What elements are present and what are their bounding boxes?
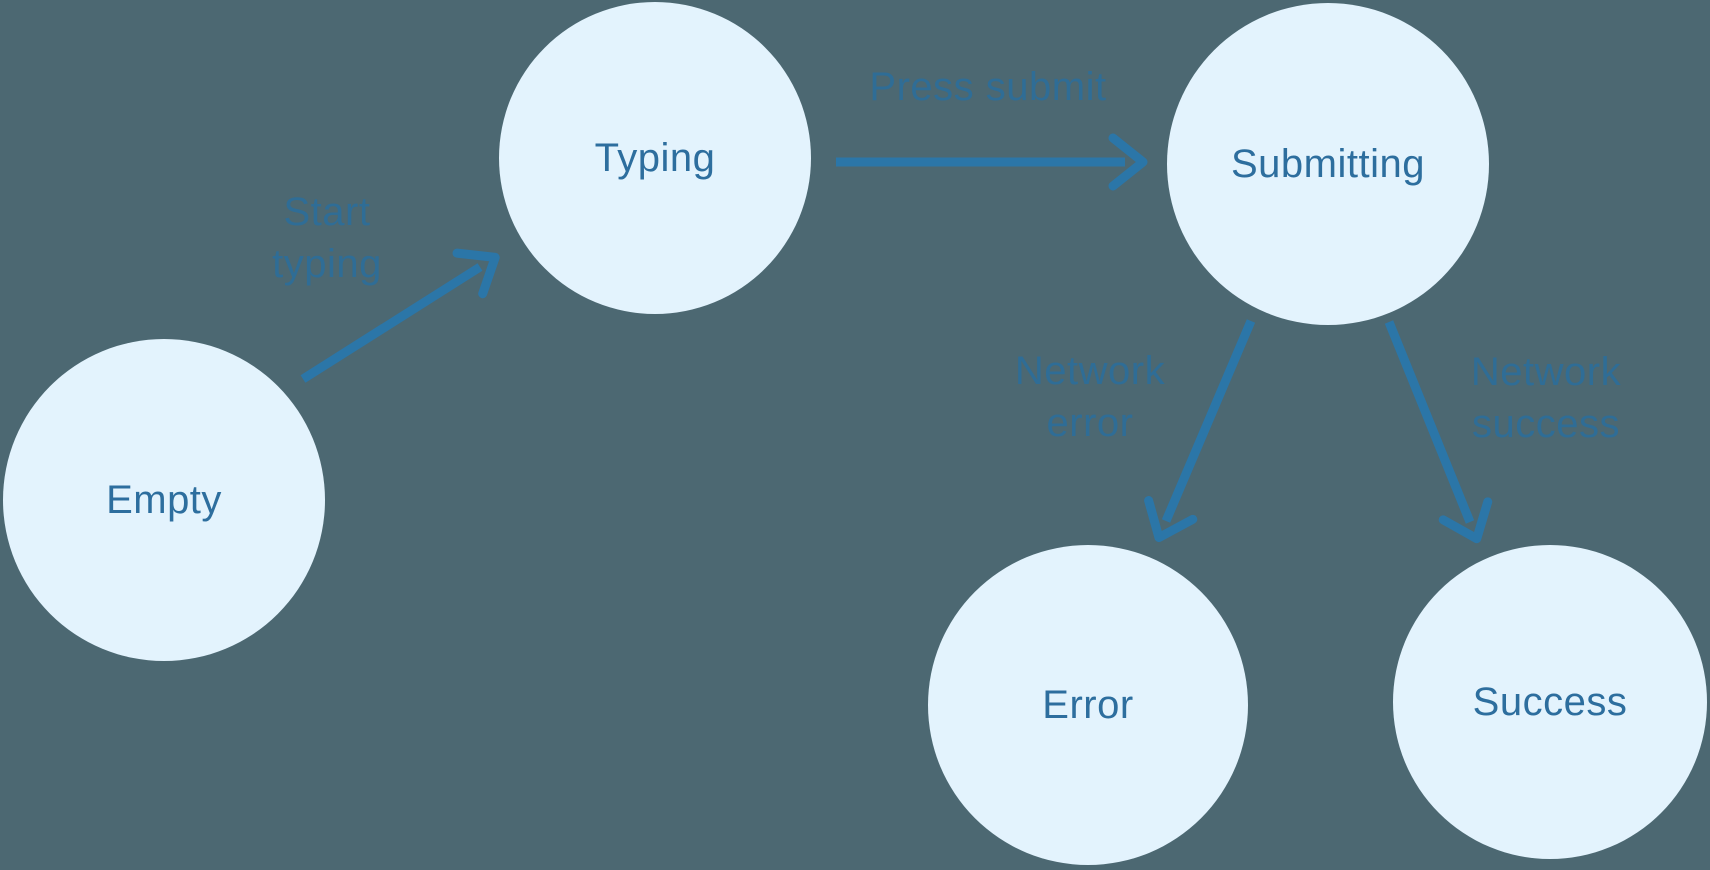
transition-label-start-typing: Start typing <box>272 190 382 286</box>
state-node-typing: Typing <box>499 2 811 314</box>
state-label-empty: Empty <box>106 477 222 522</box>
state-node-success: Success <box>1393 545 1707 859</box>
state-node-error: Error <box>928 545 1248 865</box>
state-label-error: Error <box>1042 682 1134 727</box>
state-label-submitting: Submitting <box>1231 141 1425 186</box>
transition-label-network-success: Network success <box>1470 350 1622 446</box>
state-node-empty: Empty <box>3 339 325 661</box>
state-label-typing: Typing <box>594 135 716 180</box>
state-node-submitting: Submitting <box>1167 3 1489 325</box>
state-label-success: Success <box>1472 679 1628 724</box>
transition-label-press-submit: Press submit <box>869 65 1107 109</box>
transition-label-network-error: Network error <box>1014 349 1166 445</box>
